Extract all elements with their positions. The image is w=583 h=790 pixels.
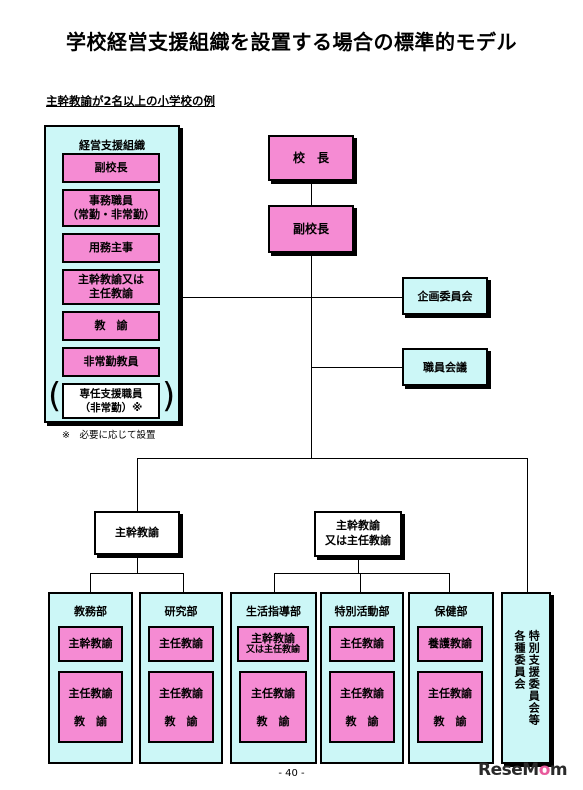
staff-meeting-box: 職員会議 (402, 348, 488, 386)
support-item-vice-principal: 副校長 (62, 153, 160, 183)
support-item-custodian: 用務主事 (62, 233, 160, 263)
connector-main-trunk (311, 253, 312, 458)
left-parenthesis: ( (48, 376, 62, 416)
principal-box: 校 長 (268, 135, 354, 181)
department-member-roles: 主任教諭 教 諭 (417, 671, 483, 743)
connector-principal-vice (311, 181, 312, 205)
connector-left-dept-bar (90, 573, 184, 574)
brand-logo: ReseMom (478, 760, 568, 780)
department-name: 研究部 (164, 605, 198, 618)
support-footnote: ※ 必要に応じて設置 (62, 430, 156, 441)
department-special-activities: 特別活動部 主任教諭 主任教諭 教 諭 (320, 592, 404, 764)
department-name: 教務部 (74, 605, 107, 618)
department-academic-affairs: 教務部 主幹教諭 主任教諭 教 諭 (48, 592, 133, 764)
connector-mid-lead-down (358, 557, 359, 573)
department-top-role: 主任教諭 (329, 626, 395, 662)
department-name: 特別活動部 (334, 605, 390, 618)
department-top-role: 養護教諭 (417, 626, 483, 662)
department-name: 保健部 (434, 605, 468, 618)
department-top-role: 主任教諭 (148, 626, 214, 662)
support-item-senior-teacher: 主幹教諭又は 主任教諭 (62, 269, 160, 305)
vice-principal-box: 副校長 (268, 205, 354, 253)
connector-dept1-drop (90, 573, 91, 592)
connector-left-lead-down (137, 555, 138, 573)
committees-box: 特別支援委員会等 各種委員会 (501, 592, 551, 764)
connector-dept2-drop (183, 573, 184, 592)
diagram-subtitle: 主幹教諭が2名以上の小学校の例 (46, 94, 215, 108)
department-name: 生活指導部 (246, 605, 301, 618)
left-lead-teacher-box: 主幹教諭 (94, 511, 180, 555)
connector-dept5-drop (449, 573, 450, 592)
support-organization-heading: 経営支援組織 (79, 139, 145, 152)
department-research: 研究部 主任教諭 主任教諭 教 諭 (139, 592, 223, 764)
support-item-part-time-teacher: 非常勤教員 (62, 347, 160, 377)
support-item-dedicated-support-staff: 専任支援職員 （非常勤）※ (62, 383, 160, 419)
department-member-roles: 主任教諭 教 諭 (329, 671, 395, 743)
committee-special-support: 特別支援委員会等 (527, 630, 541, 726)
department-member-roles: 主任教諭 教 諭 (148, 671, 214, 743)
department-student-guidance: 生活指導部 主幹教諭 又は主任教諭 主任教諭 教 諭 (230, 592, 317, 764)
support-organization-panel: 経営支援組織 副校長 事務職員 （常勤・非常勤） 用務主事 主幹教諭又は 主任教… (44, 125, 180, 423)
department-top-role: 主幹教諭 又は主任教諭 (237, 626, 309, 662)
connector-support-branch (183, 297, 402, 298)
planning-committee-box: 企画委員会 (402, 277, 488, 315)
department-member-roles: 主任教諭 教 諭 (239, 671, 307, 743)
connector-dept4-drop (360, 573, 361, 592)
page-number: - 40 - (278, 768, 305, 779)
page-title: 学校経営支援組織を設置する場合の標準的モデル (66, 30, 517, 54)
connector-tier2-bar (137, 458, 527, 459)
connector-staff-meeting (311, 367, 402, 368)
connector-left-drop (137, 458, 138, 511)
right-parenthesis: ) (162, 376, 176, 416)
connector-mid-dept-bar (274, 573, 450, 574)
department-health: 保健部 養護教諭 主任教諭 教 諭 (408, 592, 494, 764)
connector-committee-drop (527, 458, 528, 592)
department-top-role: 主幹教諭 (58, 626, 123, 662)
support-item-clerical-staff: 事務職員 （常勤・非常勤） (62, 189, 160, 227)
department-member-roles: 主任教諭 教 諭 (58, 671, 123, 743)
support-item-teacher: 教 諭 (62, 311, 160, 341)
committee-various: 各種委員会 (513, 630, 526, 690)
connector-dept3-drop (274, 573, 275, 592)
mid-lead-teacher-box: 主幹教諭 又は主任教諭 (314, 511, 402, 557)
